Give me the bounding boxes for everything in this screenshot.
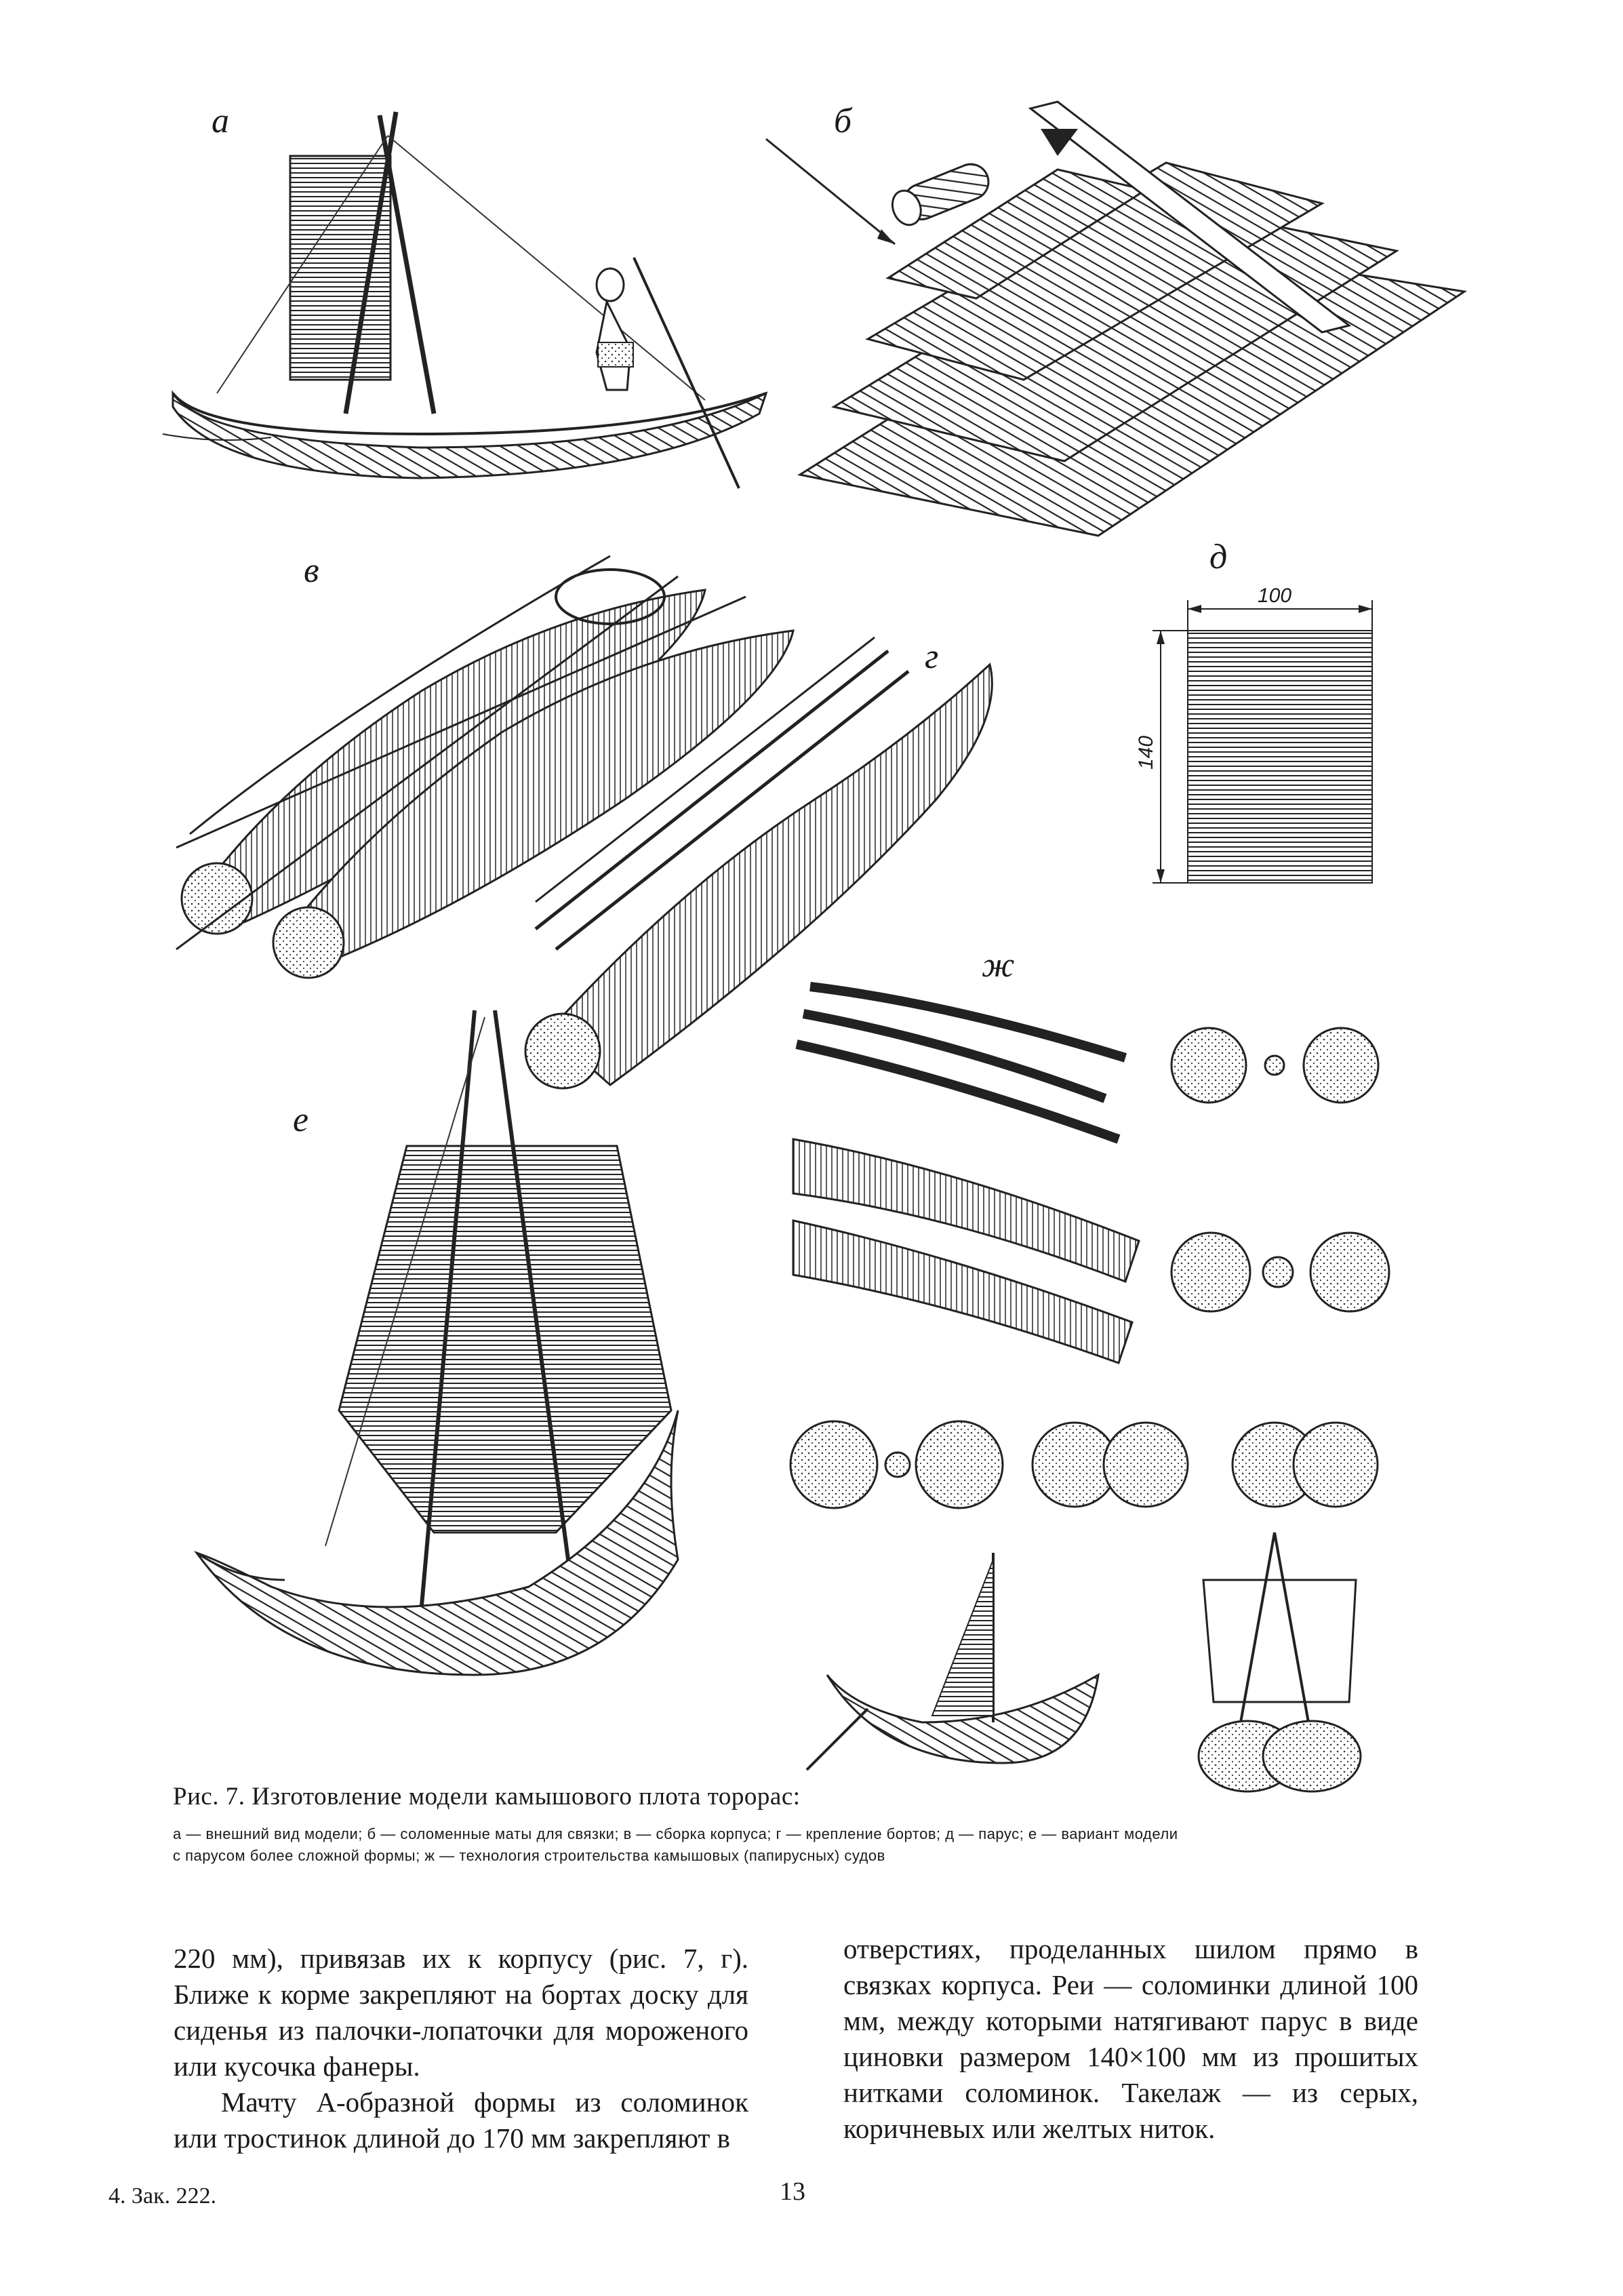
figure-caption: Рис. 7. Изготовление модели камышового п…	[173, 1782, 1454, 1867]
dimension-height-label: 140	[1135, 736, 1157, 770]
panel-zh-reed-technology: ж	[789, 946, 1390, 1793]
dimension-width-label: 100	[1258, 585, 1291, 607]
text-column-left: 220 мм), привязав их к корпусу (рис. 7, …	[174, 1941, 748, 2156]
text-column-right: отверстиях, проделанных шилом прямо в св…	[843, 1931, 1418, 2147]
figure-7-illustration: а б	[162, 100, 1468, 1793]
panel-d-sail-dimensions: д 100 140	[1135, 538, 1373, 884]
panel-label-v: в	[304, 551, 319, 590]
panel-label-zh: ж	[982, 946, 1014, 985]
panel-label-g: г	[925, 637, 938, 676]
panel-label-e: е	[293, 1101, 308, 1139]
page-number: 13	[780, 2177, 805, 2206]
caption-legend-line1: а — внешний вид модели; б — соломенные м…	[173, 1825, 1178, 1842]
print-order-note: 4. Зак. 222.	[108, 2183, 217, 2209]
paragraph-left-1: 220 мм), привязав их к корпусу (рис. 7, …	[174, 1943, 748, 2082]
caption-legend-line2: с парусом более сложной формы; ж — техно…	[173, 1847, 885, 1864]
panel-b-straw-mats: б	[765, 100, 1468, 537]
panel-e-complex-sail-boat: е	[194, 1010, 679, 1676]
paragraph-right-1: отверстиях, проделанных шилом прямо в св…	[843, 1933, 1418, 2144]
panel-label-a: а	[212, 102, 229, 140]
panel-v-hull-assembly: в	[176, 551, 795, 979]
caption-title: Рис. 7. Изготовление модели камышового п…	[173, 1783, 801, 1810]
panel-g-side-fastening: г	[524, 636, 993, 1090]
paragraph-left-2: Мачту А-образной формы из соломинок или …	[174, 2086, 748, 2154]
panel-a-reed-boat: а	[162, 102, 768, 489]
panel-label-d: д	[1209, 538, 1227, 576]
panel-label-b: б	[834, 102, 853, 140]
